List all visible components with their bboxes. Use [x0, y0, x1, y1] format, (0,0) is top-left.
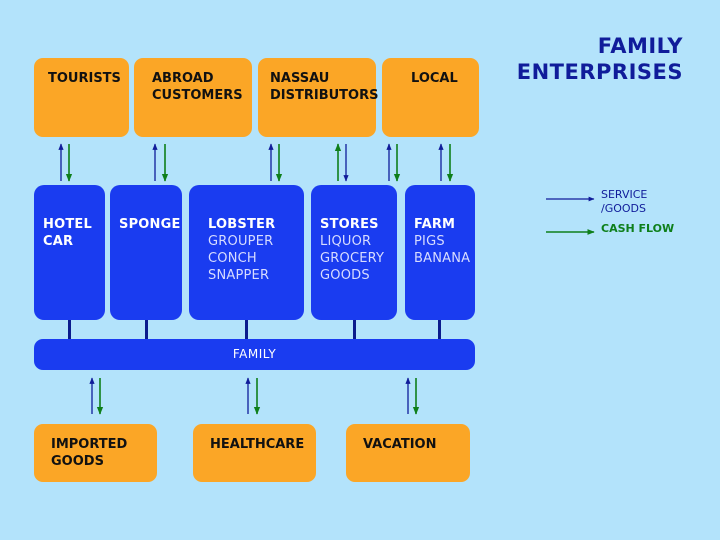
box-lobster: LOBSTER GROUPER CONCH SNAPPER: [189, 185, 304, 320]
legend-cash-label: CASH FLOW: [601, 222, 675, 235]
family-bar: FAMILY: [34, 339, 475, 370]
box-label: SPONGE: [119, 217, 181, 232]
box-label: IMPORTED: [51, 437, 128, 452]
box-label: LIQUOR: [320, 234, 372, 249]
diagram-title: FAMILY ENTERPRISES: [517, 33, 683, 85]
box-nassau-distributors: NASSAU DISTRIBUTORS: [258, 58, 379, 137]
box-label: GROUPER: [208, 234, 274, 249]
legend-service-label: SERVICE /GOODS: [601, 188, 647, 216]
legend-line: SERVICE: [601, 188, 648, 201]
box-label: NASSAU: [270, 71, 330, 86]
title-line: ENTERPRISES: [516, 60, 683, 84]
connector-line: [353, 320, 356, 339]
box-label: BANANA: [414, 251, 471, 266]
box-stores: STORES LIQUOR GROCERY GOODS: [311, 185, 397, 320]
box-label: HEALTHCARE: [210, 437, 305, 452]
box-label: CUSTOMERS: [152, 88, 243, 103]
box-label: TOURISTS: [48, 71, 121, 86]
box-label: ABROAD: [152, 71, 214, 86]
box-tourists: TOURISTS: [34, 58, 129, 137]
connector-line: [438, 320, 441, 339]
connector-line: [245, 320, 248, 339]
connector-line: [145, 320, 148, 339]
box-label: CAR: [43, 234, 74, 249]
box-local: LOCAL: [382, 58, 479, 137]
box-label: CONCH: [208, 251, 257, 266]
box-label: SNAPPER: [208, 268, 270, 283]
box-healthcare: HEALTHCARE: [193, 424, 316, 482]
box-label: FARM: [414, 217, 456, 232]
box-label: GROCERY: [320, 251, 385, 266]
box-label: LOBSTER: [208, 217, 276, 232]
box-sponge: SPONGE: [110, 185, 182, 320]
title-line: FAMILY: [597, 34, 683, 58]
box-imported-goods: IMPORTED GOODS: [34, 424, 157, 482]
box-abroad-customers: ABROAD CUSTOMERS: [134, 58, 252, 137]
box-label: LOCAL: [411, 71, 458, 86]
box-label: VACATION: [363, 437, 437, 452]
box-label: DISTRIBUTORS: [270, 88, 379, 103]
box-hotel-car: HOTEL CAR: [34, 185, 105, 320]
box-label: GOODS: [51, 454, 104, 469]
box-farm: FARM PIGS BANANA: [405, 185, 475, 320]
box-vacation: VACATION: [346, 424, 470, 482]
box-label: GOODS: [320, 268, 370, 283]
legend-line: /GOODS: [601, 202, 646, 215]
box-label: STORES: [320, 217, 379, 232]
box-label: PIGS: [414, 234, 445, 249]
box-label: HOTEL: [43, 217, 92, 232]
connector-line: [68, 320, 71, 339]
